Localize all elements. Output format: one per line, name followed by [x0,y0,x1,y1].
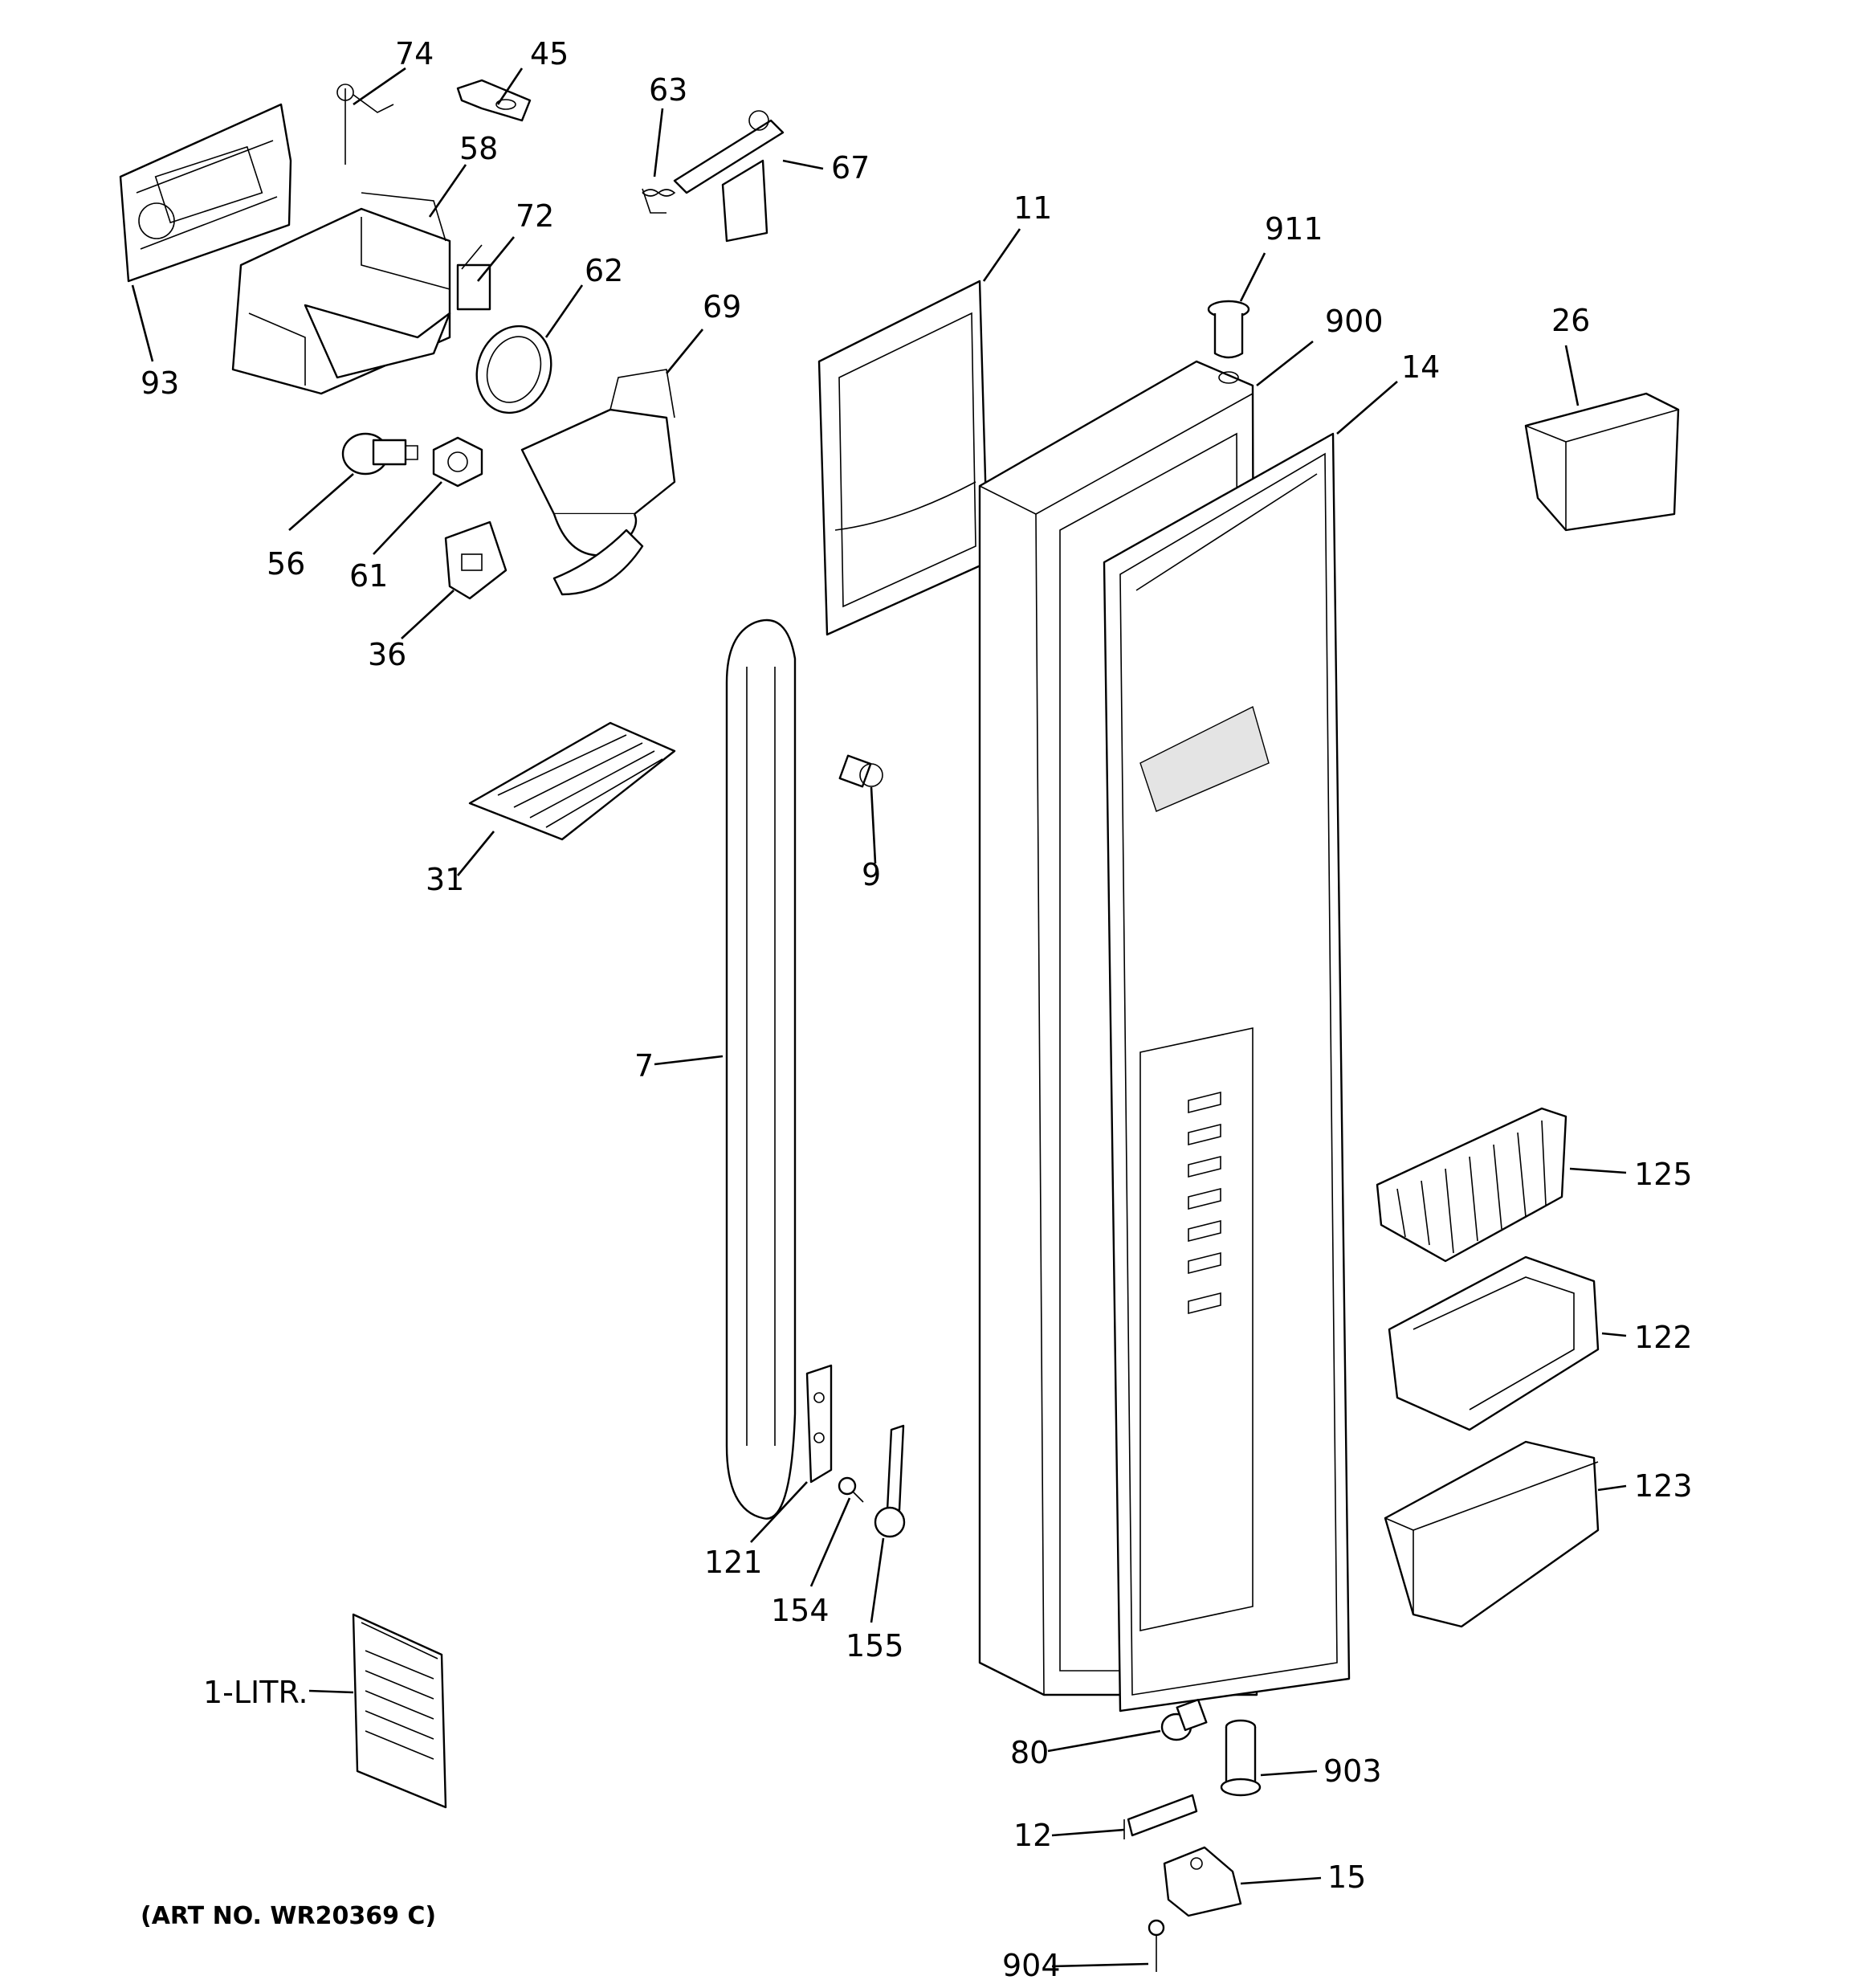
callout-58: 58 [459,131,498,166]
callout-63: 63 [649,72,687,108]
part-904-screw [1148,1919,1165,1972]
part-7-handle [725,618,797,1520]
callout-11: 11 [1013,190,1052,226]
part-125-wire-shelf [1376,1107,1567,1263]
part-72-switch [456,244,491,311]
part-154-screw [838,1476,864,1503]
callout-26: 26 [1551,303,1590,338]
part-62-ring [475,325,552,414]
part-58-dispenser-housing [231,192,451,395]
callout-74: 74 [395,36,434,71]
part-45-bracket [456,79,532,122]
part-122-bin [1388,1255,1600,1431]
callout-154: 154 [771,1593,830,1628]
callout-62: 62 [585,253,623,288]
callout-911: 911 [1265,211,1323,247]
part-1litr-literature [352,1613,447,1809]
part-9-screw [838,754,883,788]
callout-155: 155 [846,1628,904,1663]
part-903-bushing [1220,1719,1262,1797]
callout-903: 903 [1323,1753,1382,1789]
callout-45: 45 [530,36,569,71]
part-15-hinge-block [1163,1846,1242,1917]
callout-36: 36 [368,637,406,672]
part-31-drip-tray [468,721,676,841]
part-93-control-board [119,103,292,283]
callout-72: 72 [516,198,554,234]
part-11-frame [817,280,989,636]
callout-1-litr: 1-LITR. [203,1675,308,1710]
callout-7: 7 [634,1048,654,1084]
callout-122: 122 [1634,1320,1693,1355]
part-911-bushing [1207,300,1250,359]
part-12-hinge-plate [1123,1794,1198,1839]
part-14-gasket [1103,432,1351,1712]
part-67-shaft-bracket [673,110,785,243]
callout-67: 67 [831,150,870,186]
part-123-bin [1384,1440,1600,1628]
part-36-solenoid [444,520,508,600]
callout-9: 9 [862,857,881,892]
callout-12: 12 [1013,1818,1052,1853]
callout-80: 80 [1010,1735,1049,1770]
callout-14: 14 [1401,349,1440,385]
callout-56: 56 [267,546,305,582]
part-121-hinge [805,1364,833,1484]
callout-123: 123 [1634,1468,1693,1504]
leader-lines [131,67,1627,1968]
part-56-motor [341,432,418,476]
part-74-spring [336,84,394,165]
part-69-ice-chute [520,369,676,596]
callout-15: 15 [1327,1859,1366,1895]
callout-904: 904 [1002,1948,1061,1983]
callout-121: 121 [704,1545,763,1580]
callout-61: 61 [349,558,388,594]
callout-900: 900 [1325,304,1384,339]
callout-93: 93 [141,365,179,401]
part-80-plug [1160,1698,1208,1741]
callout-31: 31 [426,862,464,897]
part-63-spring [642,188,676,214]
part-155-wrench [874,1424,906,1538]
part-26-bucket [1524,392,1680,532]
callout-69: 69 [703,289,741,325]
part-61-cam [432,436,483,488]
art-number: (ART NO. WR20369 C) [141,1902,436,1930]
callout-125: 125 [1634,1157,1693,1192]
